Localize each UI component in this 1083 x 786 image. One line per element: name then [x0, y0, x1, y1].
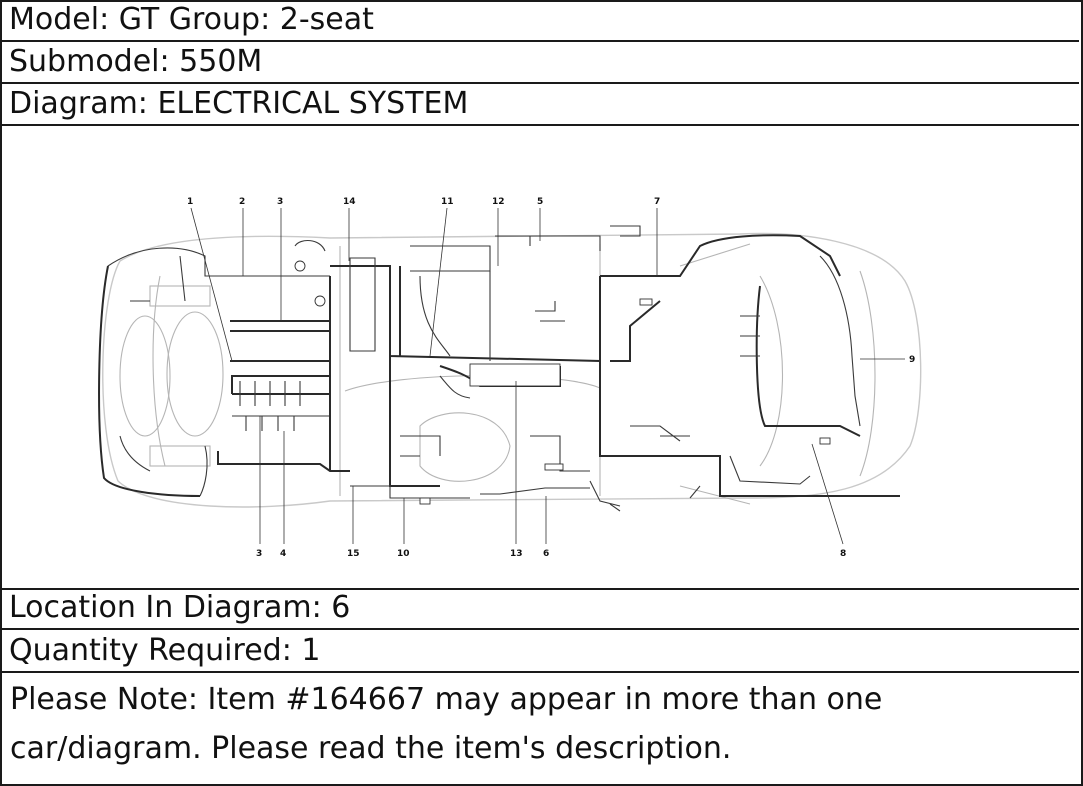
- wiring-harness-drawing: 1 2 3 14 11 12 5 7 3 4 15 10 13 6 8 9: [98, 197, 922, 559]
- rear-harness: [599, 225, 900, 512]
- callout-6: 6: [543, 549, 549, 559]
- callout-8: 8: [840, 549, 846, 559]
- front-harness: [98, 240, 350, 497]
- callout-leaders: [190, 207, 905, 545]
- callout-7: 7: [654, 197, 660, 207]
- callout-12: 12: [492, 197, 505, 207]
- callout-15: 15: [347, 549, 360, 559]
- callout-11: 11: [441, 197, 454, 207]
- callout-5: 5: [537, 197, 543, 207]
- callout-3-bottom: 3: [256, 549, 262, 559]
- quantity-row: Quantity Required: 1: [0, 630, 1079, 673]
- electrical-system-diagram: 1 2 3 14 11 12 5 7 3 4 15 10 13 6 8 9: [0, 126, 1079, 590]
- callout-14: 14: [343, 197, 356, 207]
- callout-4: 4: [280, 549, 286, 559]
- callout-9: 9: [909, 355, 915, 365]
- diagram-title-row: Diagram: ELECTRICAL SYSTEM: [0, 84, 1079, 126]
- callout-13: 13: [510, 549, 523, 559]
- callout-1: 1: [187, 197, 193, 207]
- location-row: Location In Diagram: 6: [0, 588, 1079, 630]
- center-harness: [329, 235, 621, 507]
- item-note: Please Note: Item #164667 may appear in …: [10, 682, 883, 766]
- callout-10: 10: [397, 549, 410, 559]
- callout-2: 2: [239, 197, 245, 207]
- submodel-row: Submodel: 550M: [0, 42, 1079, 84]
- callout-3-top: 3: [277, 197, 283, 207]
- model-row: Model: GT Group: 2-seat: [0, 0, 1079, 42]
